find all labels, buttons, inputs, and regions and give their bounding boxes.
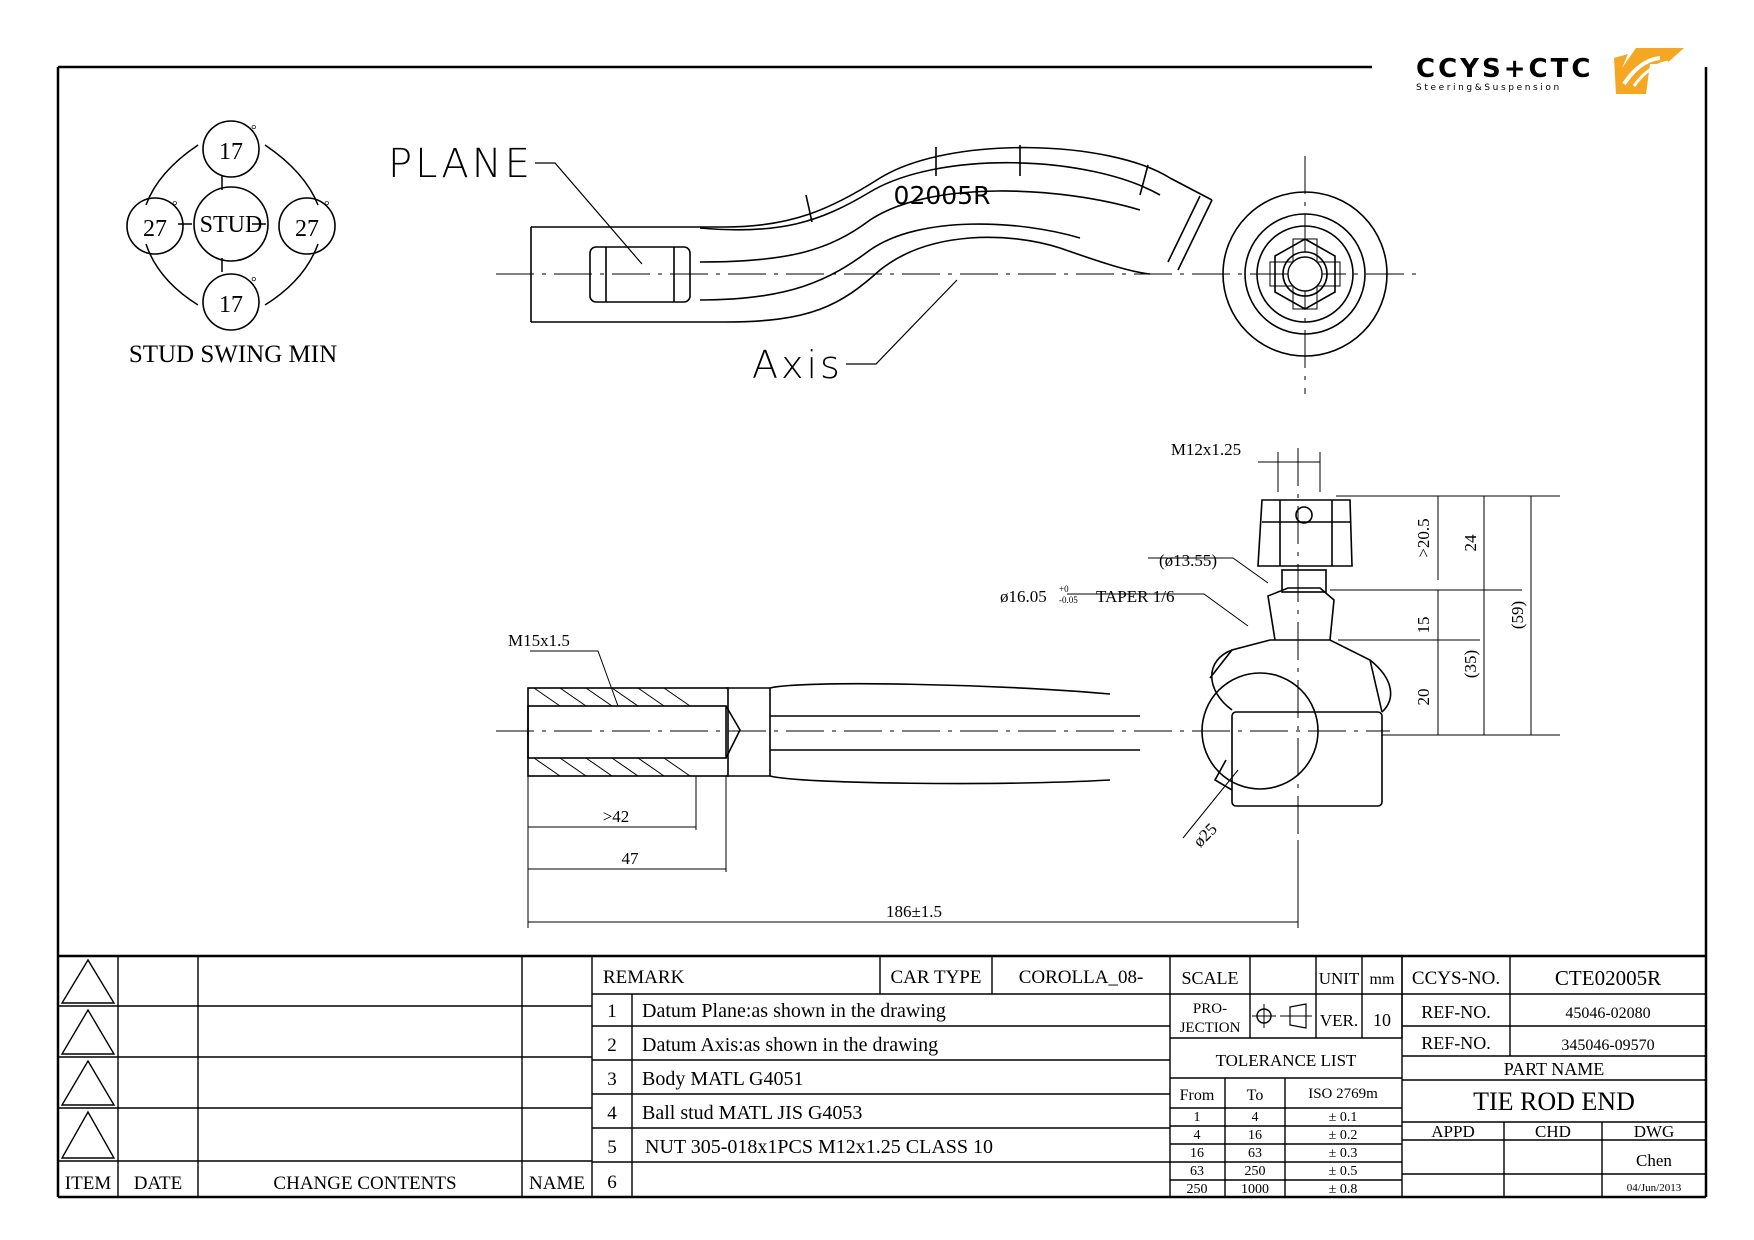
swing-top: 17 [219, 139, 243, 165]
degree-mark: ° [251, 275, 257, 290]
car-type-label: CAR TYPE [891, 967, 982, 988]
tol-from: 63 [1190, 1164, 1204, 1179]
tol-value: ± 0.3 [1329, 1146, 1358, 1161]
remark-no: 2 [607, 1035, 617, 1056]
scale-label: SCALE [1181, 968, 1238, 988]
dim-tol-up: +0 [1059, 584, 1069, 594]
unit-label: UNIT [1319, 969, 1360, 988]
rev-header-item: ITEM [65, 1173, 112, 1194]
dim-24: 24 [1461, 534, 1480, 552]
tolerance-title: TOLERANCE LIST [1216, 1051, 1357, 1070]
projection-label-2: JECTION [1180, 1020, 1241, 1036]
ref-no-value: 345046-09570 [1561, 1037, 1654, 1054]
dim-tol-down: -0.05 [1059, 595, 1078, 605]
remark-no: 3 [607, 1069, 617, 1090]
tol-header-std: ISO 2769m [1308, 1086, 1378, 1102]
drawn-by: Chen [1636, 1151, 1672, 1170]
chd-label: CHD [1535, 1122, 1571, 1141]
dim-186: 186±1.5 [886, 902, 942, 921]
top-view [496, 145, 1422, 394]
dimension-lines [527, 452, 1560, 928]
remark-text: Ball stud MATL JIS G4053 [642, 1102, 862, 1124]
ref-no-label: REF-NO. [1421, 1033, 1491, 1053]
ver-value: 10 [1373, 1010, 1391, 1030]
dwg-label: DWG [1634, 1122, 1675, 1141]
dim-35: (35) [1461, 650, 1480, 678]
tol-to: 250 [1245, 1164, 1266, 1179]
remark-no: 4 [607, 1103, 617, 1124]
appd-label: APPD [1431, 1122, 1474, 1141]
dim-taper: TAPER 1/6 [1096, 587, 1174, 606]
degree-mark: ° [172, 199, 178, 214]
tol-value: ± 0.5 [1329, 1164, 1358, 1179]
remark-no: 5 [607, 1137, 617, 1158]
swing-left: 27 [143, 216, 167, 242]
part-name-label: PART NAME [1504, 1059, 1604, 1079]
tol-from: 250 [1187, 1182, 1208, 1197]
tol-to: 1000 [1241, 1182, 1269, 1197]
dim-20: 20 [1414, 689, 1433, 706]
plane-label: PLANE [388, 141, 533, 187]
ccys-no-label: CCYS-NO. [1412, 968, 1500, 989]
degree-mark: ° [324, 199, 330, 214]
dim-15: 15 [1414, 617, 1433, 634]
tol-value: ± 0.2 [1329, 1128, 1358, 1143]
sheet-frame [56, 65, 1708, 1199]
rev-header-date: DATE [134, 1173, 183, 1194]
unit-value: mm [1370, 971, 1395, 988]
tol-to: 63 [1248, 1146, 1262, 1161]
tol-header-from: From [1180, 1087, 1215, 1104]
part-mark: 02005R [894, 181, 991, 210]
dim-59: (59) [1508, 601, 1527, 629]
remark-title: REMARK [603, 967, 685, 988]
logo-tagline: Steering&Suspension [1416, 83, 1562, 93]
rev-header-contents: CHANGE CONTENTS [273, 1173, 456, 1194]
remark-text: Body MATL G4051 [642, 1068, 803, 1090]
drawing-date: 04/Jun/2013 [1627, 1182, 1682, 1194]
side-view [496, 448, 1392, 840]
dim-47: 47 [622, 849, 640, 868]
dim-42: >42 [603, 807, 630, 826]
company-logo: CCYS+CTC Steering&Suspension [1416, 48, 1684, 94]
tol-from: 1 [1194, 1110, 1201, 1125]
ver-label: VER. [1320, 1011, 1358, 1030]
rev-header-name: NAME [529, 1173, 585, 1194]
swing-right: 27 [295, 216, 319, 242]
tol-value: ± 0.8 [1329, 1182, 1358, 1197]
dim-m12: M12x1.25 [1171, 440, 1241, 459]
remark-text: NUT 305-018x1PCS M12x1.25 CLASS 10 [645, 1136, 993, 1158]
projection-label-1: PRO- [1193, 1001, 1227, 1017]
dim-d1355: (ø13.55) [1159, 551, 1217, 570]
tol-from: 4 [1194, 1128, 1201, 1143]
ref-no-value: 45046-02080 [1565, 1005, 1650, 1022]
remark-no: 1 [607, 1001, 617, 1022]
dim-d1605: ø16.05 [1000, 587, 1047, 606]
dim-20-5: >20.5 [1414, 518, 1433, 557]
title-block-grid [58, 954, 1706, 1197]
car-type-value: COROLLA_08- [1019, 967, 1144, 988]
remark-text: Datum Axis:as shown in the drawing [642, 1034, 938, 1056]
stud-swing-diagram [126, 120, 336, 331]
tol-to: 16 [1248, 1128, 1262, 1143]
ref-no-label: REF-NO. [1421, 1002, 1491, 1022]
tol-header-to: To [1247, 1087, 1264, 1104]
degree-mark: ° [251, 123, 257, 138]
axis-label: Axis [752, 343, 843, 387]
remark-text: Datum Plane:as shown in the drawing [642, 1000, 946, 1022]
swing-bottom: 17 [219, 292, 243, 318]
part-name-value: TIE ROD END [1473, 1087, 1635, 1116]
dim-m15: M15x1.5 [508, 631, 570, 650]
tol-to: 4 [1252, 1110, 1259, 1125]
swing-caption: STUD SWING MIN [129, 341, 337, 368]
ccys-no-value: CTE02005R [1555, 966, 1661, 990]
swing-center-label: STUD [200, 212, 263, 238]
logo-brand: CCYS+CTC [1416, 54, 1593, 84]
tol-from: 16 [1190, 1146, 1204, 1161]
remark-no: 6 [607, 1172, 617, 1193]
tol-value: ± 0.1 [1329, 1110, 1358, 1125]
